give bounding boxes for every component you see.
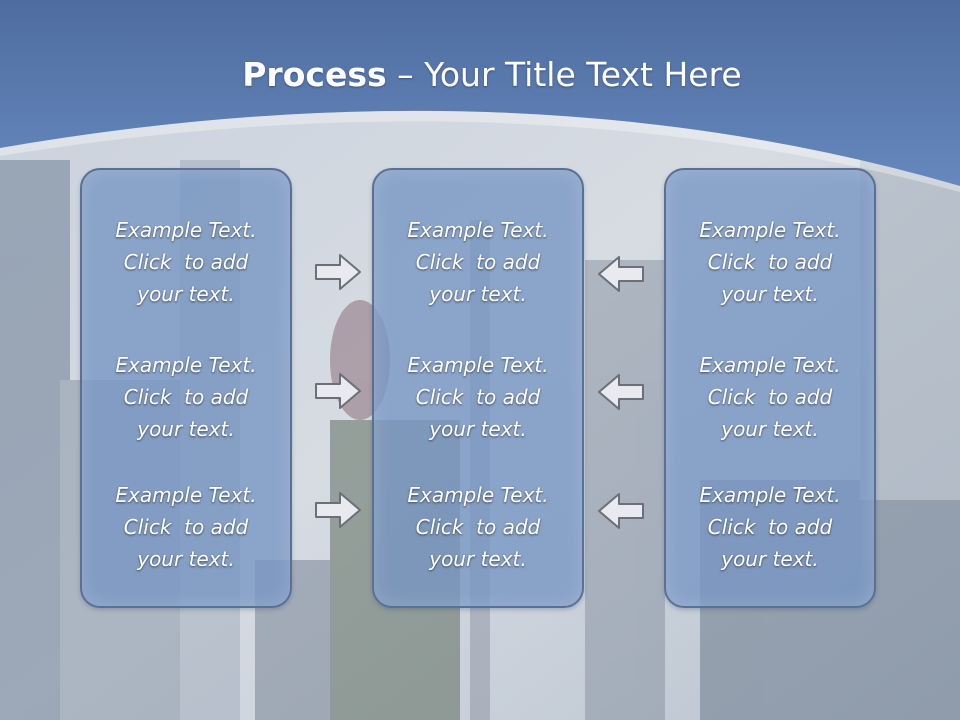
arrow-left-icon [598, 493, 644, 529]
placeholder-line: your text. [429, 417, 527, 441]
placeholder-line: Example Text. [115, 353, 257, 377]
placeholder-line: Click to add [123, 385, 249, 409]
placeholder-line: your text. [137, 282, 235, 306]
placeholder-line: Example Text. [115, 483, 257, 507]
placeholder-line: your text. [137, 547, 235, 571]
text-placeholder[interactable]: Example Text. Click to add your text. [82, 349, 290, 445]
arrow-right-icon [315, 254, 361, 290]
placeholder-line: Click to add [707, 385, 833, 409]
placeholder-line: your text. [721, 417, 819, 441]
text-placeholder[interactable]: Example Text. Click to add your text. [666, 349, 874, 445]
header-band [0, 0, 960, 186]
placeholder-line: your text. [721, 282, 819, 306]
arrow-left-icon [598, 256, 644, 292]
title-bold: Process [242, 55, 387, 94]
process-column-left: Example Text. Click to add your text. Ex… [80, 168, 292, 608]
arrow-right-icon [315, 492, 361, 528]
slide-title: Process – Your Title Text Here [0, 54, 960, 96]
placeholder-line: Example Text. [699, 218, 841, 242]
arrow-left-icon [598, 374, 644, 410]
placeholder-line: Example Text. [699, 483, 841, 507]
placeholder-line: Example Text. [407, 483, 549, 507]
text-placeholder[interactable]: Example Text. Click to add your text. [666, 214, 874, 310]
placeholder-line: your text. [429, 547, 527, 571]
process-column-right: Example Text. Click to add your text. Ex… [664, 168, 876, 608]
placeholder-line: Example Text. [407, 218, 549, 242]
text-placeholder[interactable]: Example Text. Click to add your text. [374, 349, 582, 445]
process-column-center: Example Text. Click to add your text. Ex… [372, 168, 584, 608]
text-placeholder[interactable]: Example Text. Click to add your text. [82, 479, 290, 575]
placeholder-line: Click to add [415, 250, 541, 274]
placeholder-line: your text. [429, 282, 527, 306]
placeholder-line: your text. [721, 547, 819, 571]
placeholder-line: Click to add [707, 250, 833, 274]
placeholder-line: Click to add [707, 515, 833, 539]
placeholder-line: Click to add [415, 385, 541, 409]
title-rest: – Your Title Text Here [386, 55, 742, 94]
placeholder-line: Example Text. [407, 353, 549, 377]
arrow-right-icon [315, 373, 361, 409]
placeholder-line: Click to add [415, 515, 541, 539]
placeholder-line: Click to add [123, 250, 249, 274]
placeholder-line: Click to add [123, 515, 249, 539]
text-placeholder[interactable]: Example Text. Click to add your text. [374, 214, 582, 310]
placeholder-line: your text. [137, 417, 235, 441]
placeholder-line: Example Text. [115, 218, 257, 242]
text-placeholder[interactable]: Example Text. Click to add your text. [666, 479, 874, 575]
text-placeholder[interactable]: Example Text. Click to add your text. [82, 214, 290, 310]
placeholder-line: Example Text. [699, 353, 841, 377]
text-placeholder[interactable]: Example Text. Click to add your text. [374, 479, 582, 575]
